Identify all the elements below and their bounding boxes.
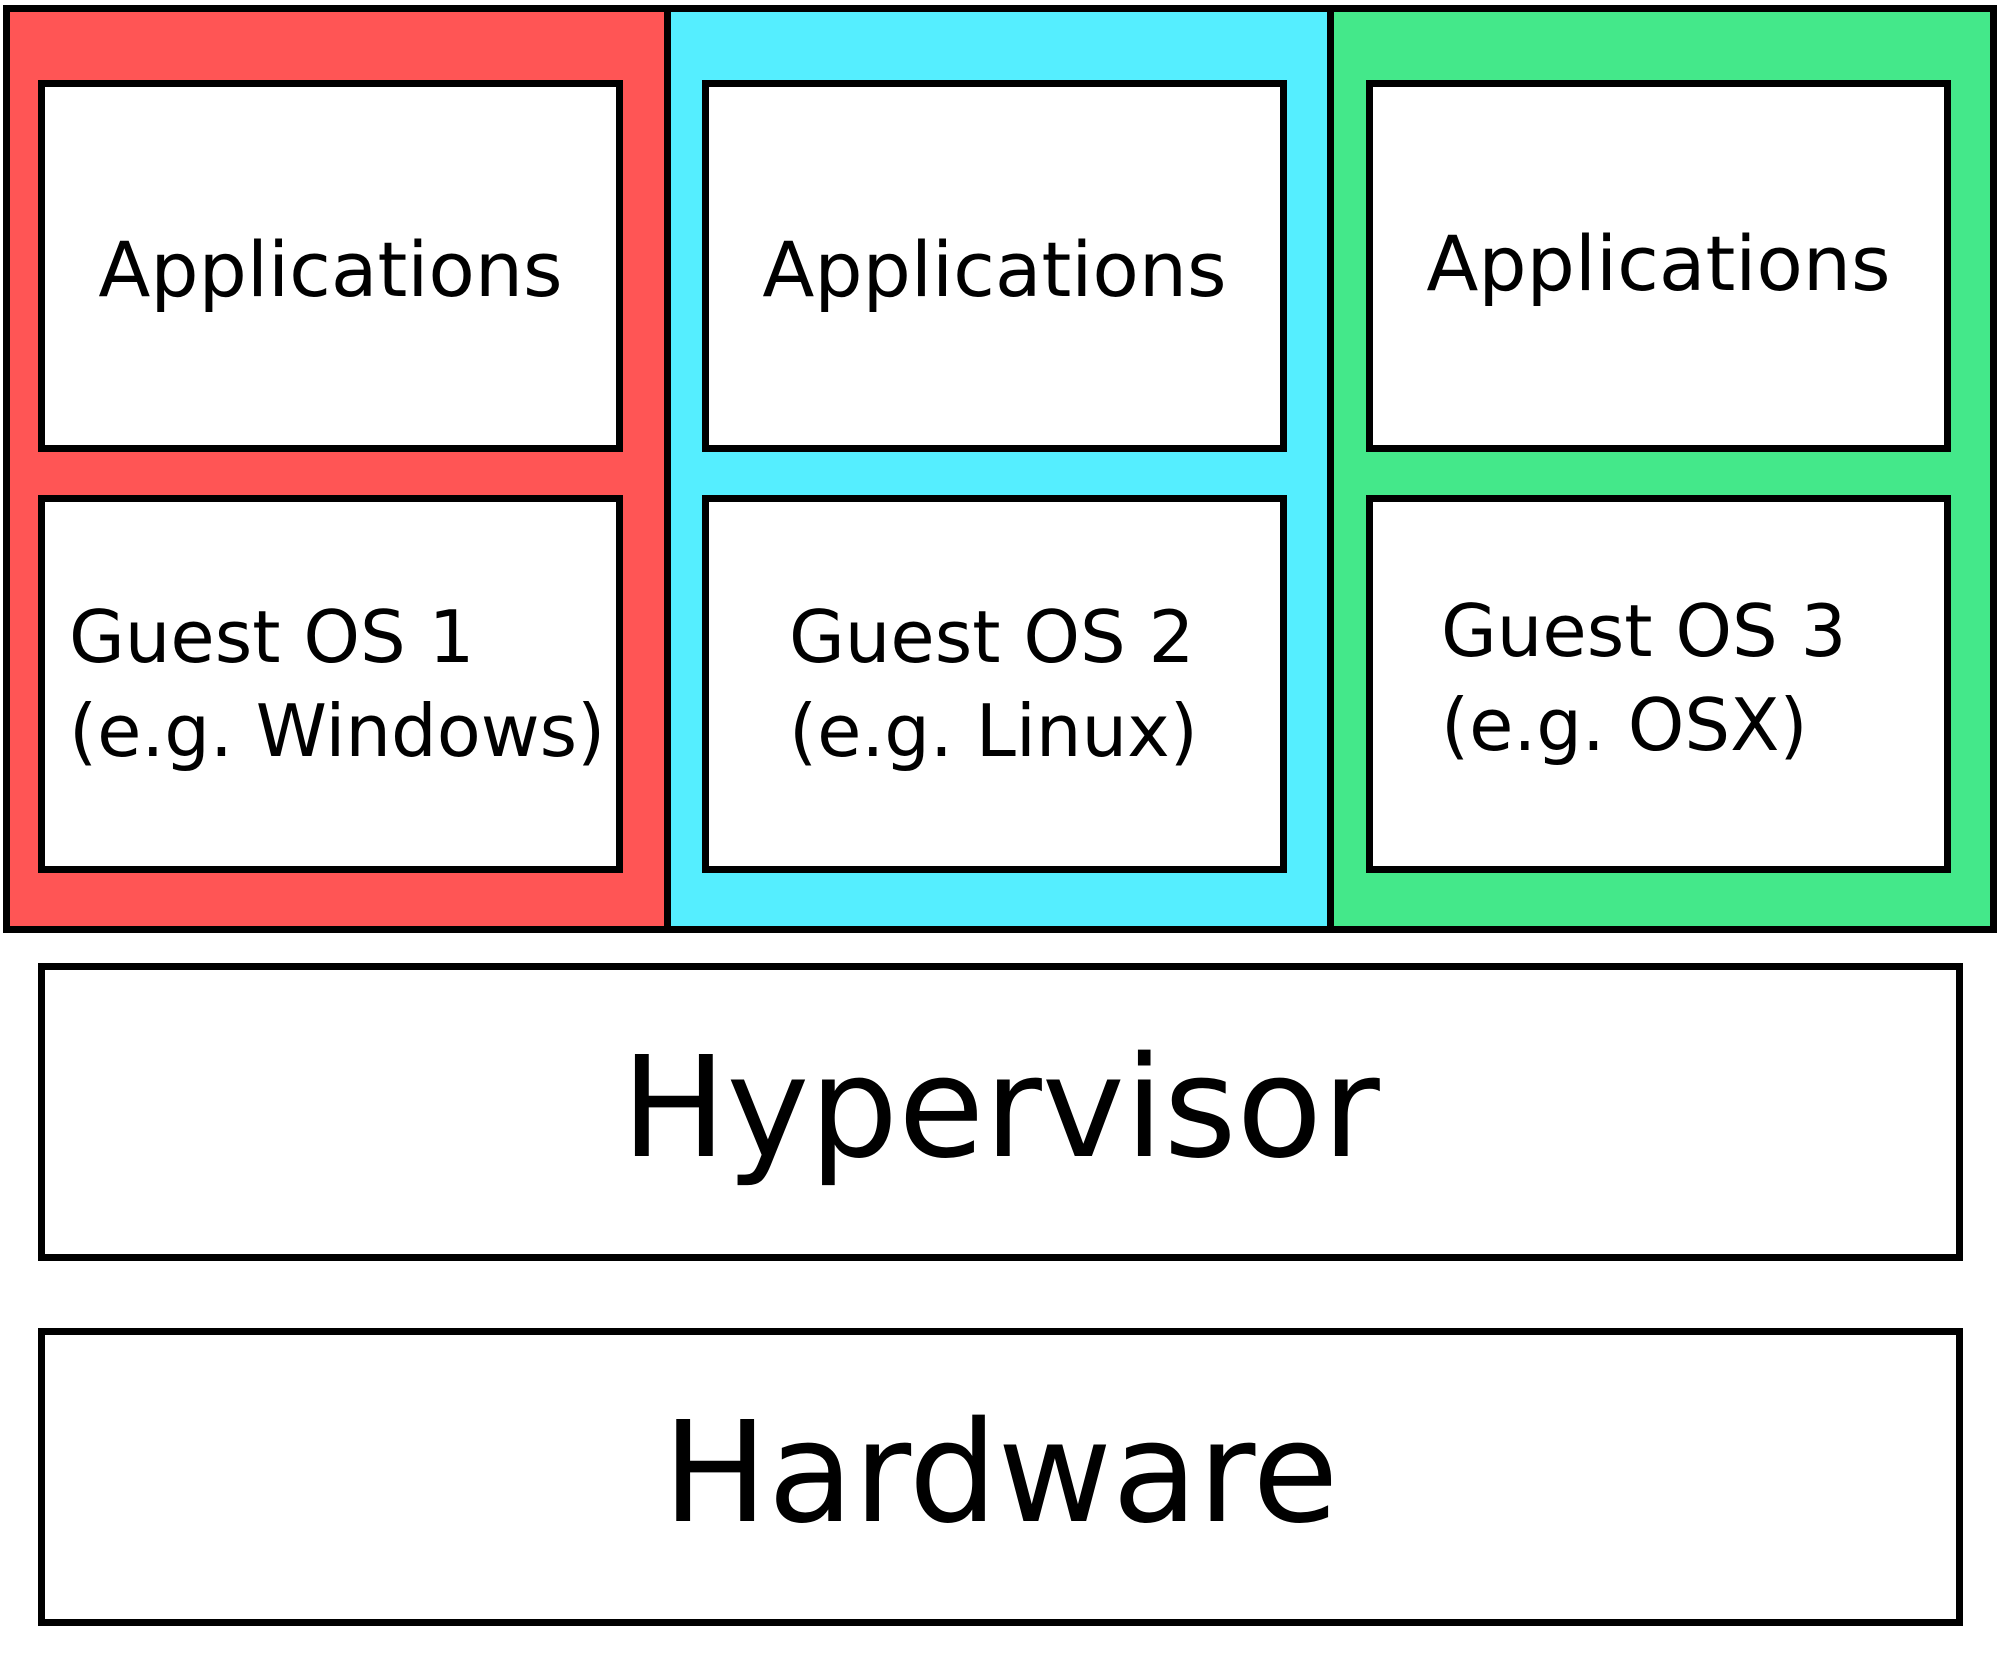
vm2-applications-label: Applications [762,225,1227,314]
vm1-applications-box: Applications [38,80,623,452]
vm1-guest-os-example: (e.g. Windows) [69,689,606,773]
hardware-layer: Hardware [38,1328,1963,1626]
vm2-applications-box: Applications [702,80,1287,452]
hypervisor-label: Hypervisor [621,1027,1380,1190]
vm2-guest-os-example: (e.g. Linux) [789,689,1198,773]
vm3-guest-os-name: Guest OS 3 [1441,589,1847,673]
vm3-applications-box: Applications [1366,80,1951,452]
hardware-label: Hardware [662,1392,1339,1555]
vm1-guest-os-name: Guest OS 1 [69,595,475,679]
hypervisor-layer: Hypervisor [38,963,1963,1261]
vm1-guest-os-box: Guest OS 1 (e.g. Windows) [38,495,623,873]
vm1-applications-label: Applications [98,225,563,314]
vm3-guest-os-example: (e.g. OSX) [1441,683,1808,767]
vm2-guest-os-name: Guest OS 2 [789,595,1195,679]
vm2-guest-os-box: Guest OS 2 (e.g. Linux) [702,495,1287,873]
vm3-applications-label: Applications [1426,219,1891,308]
vm3-guest-os-box: Guest OS 3 (e.g. OSX) [1366,495,1951,873]
